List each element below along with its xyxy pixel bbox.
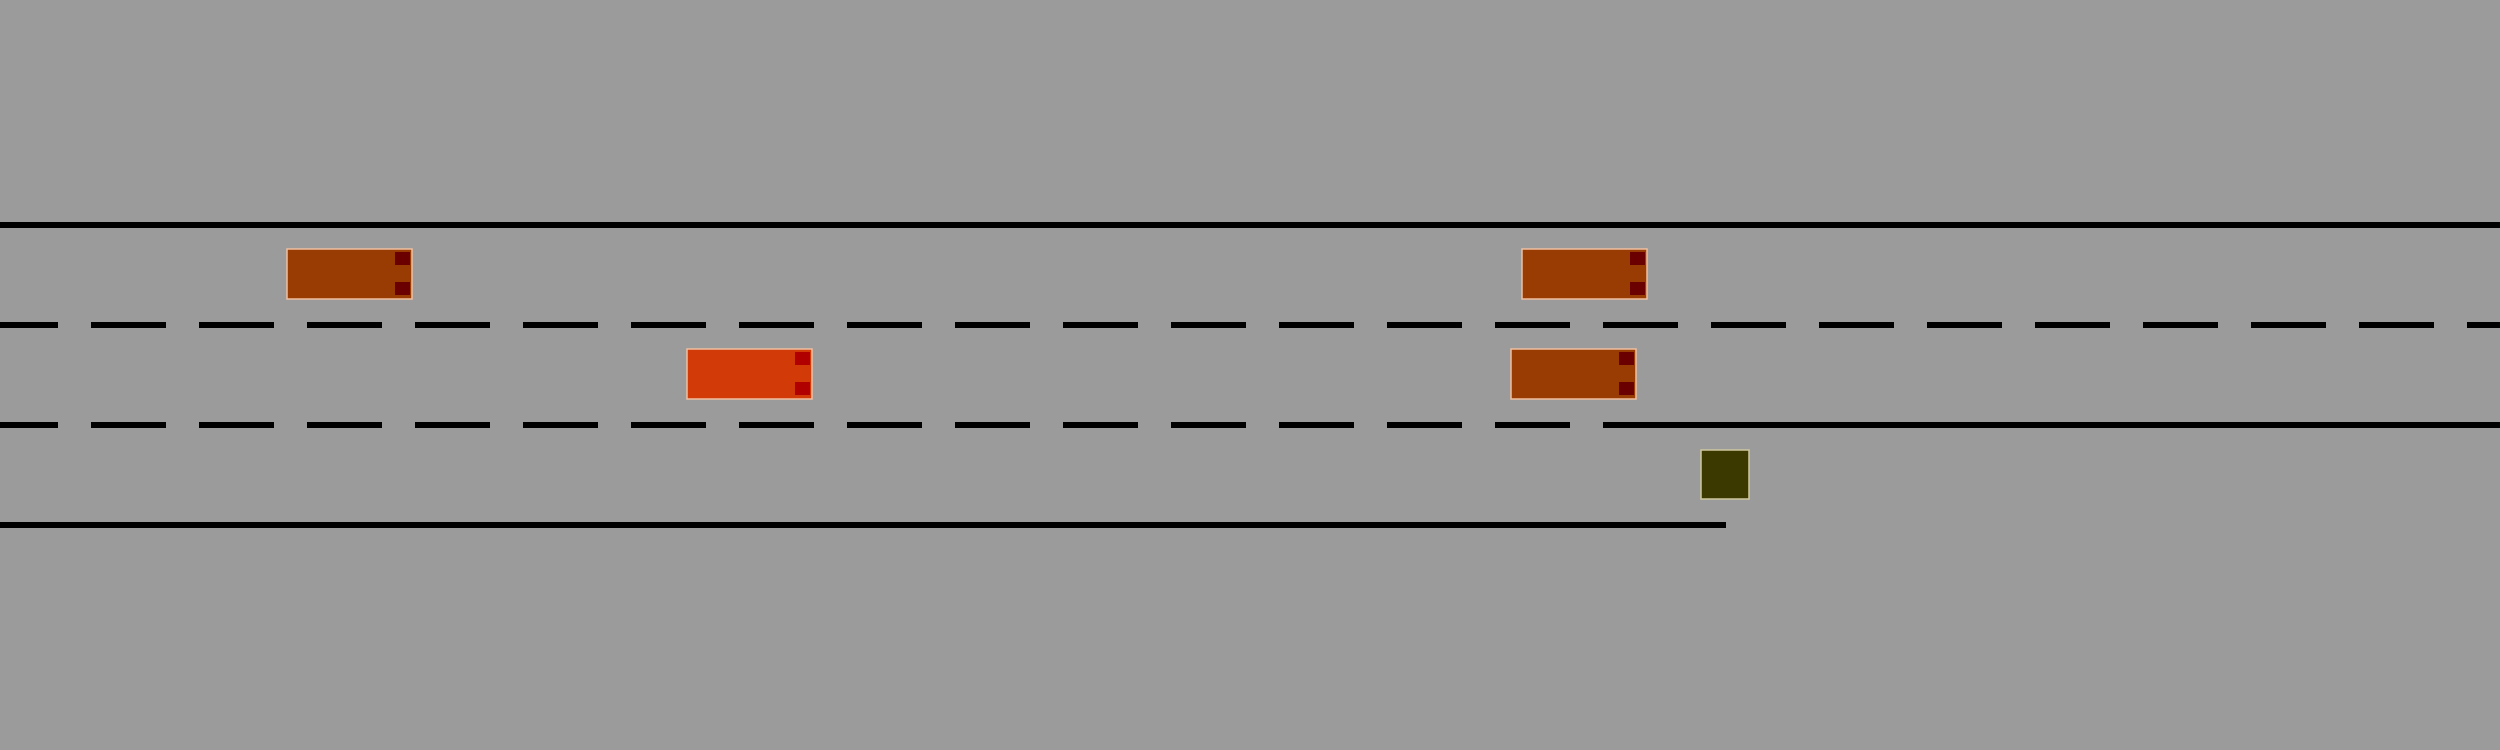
vehicle-lane2-b — [1510, 348, 1637, 400]
lane-markings — [0, 222, 2500, 528]
vehicle-headlight-left — [395, 252, 410, 265]
merge-end-obstacle — [1700, 449, 1750, 500]
vehicle-headlight-right — [1630, 282, 1645, 295]
ego-vehicle-body — [686, 348, 813, 400]
vehicle-body — [1521, 248, 1648, 300]
vehicle-lane1-a — [286, 248, 413, 300]
vehicle-headlight-left — [1630, 252, 1645, 265]
vehicle-headlight-right — [1619, 382, 1634, 395]
ego-vehicle — [686, 348, 813, 400]
vehicle-headlight-left — [1619, 352, 1634, 365]
ego-headlight-right — [795, 382, 810, 395]
vehicle-body — [286, 248, 413, 300]
vehicle-headlight-right — [395, 282, 410, 295]
vehicle-lane1-b — [1521, 248, 1648, 300]
ego-headlight-left — [795, 352, 810, 365]
vehicle-body — [1510, 348, 1637, 400]
